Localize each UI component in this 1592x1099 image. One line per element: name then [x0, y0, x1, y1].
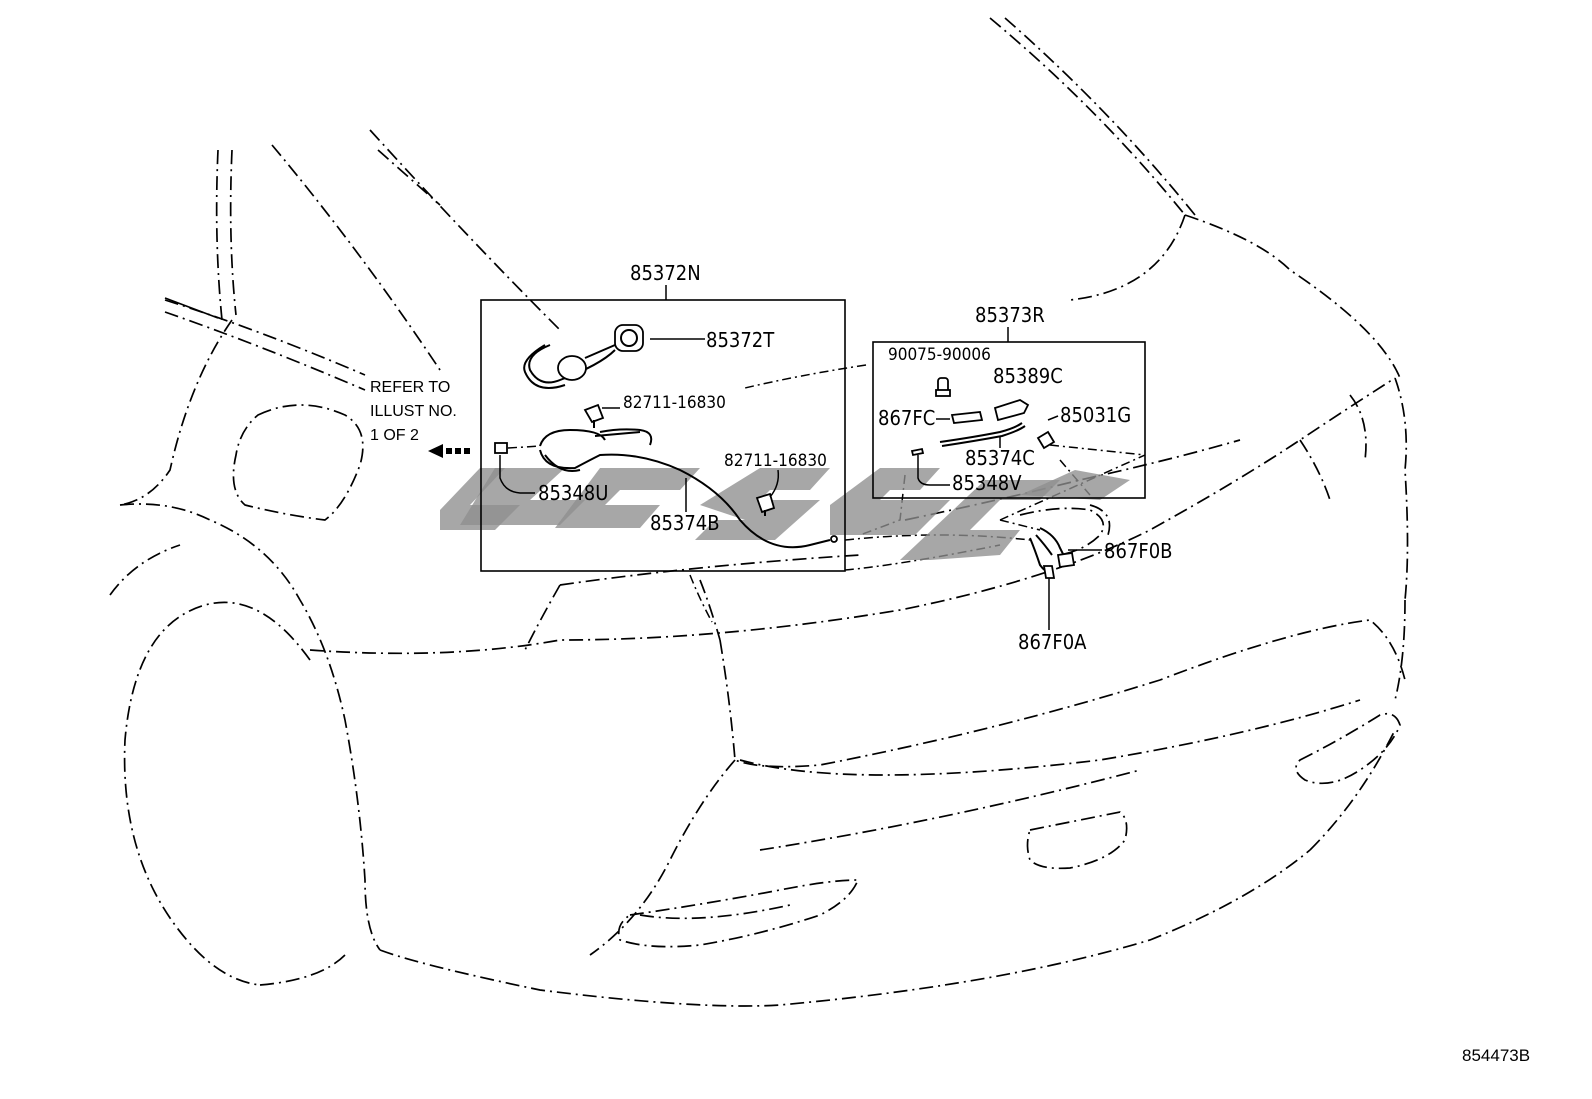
figure-code: 854473B [1462, 1046, 1530, 1065]
label-85372T: 85372T [706, 328, 775, 352]
bracket-867F0 [1029, 527, 1076, 579]
label-85389C: 85389C [993, 364, 1063, 388]
bulb-socket-85372T [523, 324, 644, 389]
label-85374B: 85374B [650, 511, 720, 535]
connector-85348U [494, 442, 508, 454]
assembly-box-85372N: 85372N 85372T 82711-16830 85348U [480, 261, 846, 572]
label-82711-16830-a: 82711-16830 [623, 393, 726, 413]
label-85348U: 85348U [538, 481, 608, 505]
label-90075-90006: 90075-90006 [888, 345, 991, 365]
clip-82711-upper [583, 403, 605, 428]
wire-85374C [939, 422, 1023, 443]
label-85373R: 85373R [975, 303, 1045, 327]
label-85348V: 85348V [952, 471, 1022, 495]
bulb-90075-90006 [935, 377, 951, 397]
clip-82711-lower [755, 492, 776, 516]
label-85372N: 85372N [630, 261, 701, 285]
label-82711-16830-b: 82711-16830 [724, 451, 827, 471]
label-867F0A: 867F0A [1018, 630, 1087, 654]
box-85372N [480, 299, 846, 572]
clip-85031G [1036, 430, 1056, 450]
connector-85348V [910, 447, 925, 457]
assembly-box-85373R: 85373R 90075-90006 85389C 867FC 85031G 8… [744, 303, 1146, 499]
refer-note-line-1: REFER TO [370, 379, 450, 396]
refer-note-line-3: 1 OF 2 [370, 427, 419, 444]
label-867F0B: 867F0B [1104, 539, 1172, 563]
label-867FC: 867FC [878, 406, 935, 430]
car-body-outline [109, 17, 1409, 1007]
box-85373R [872, 341, 1146, 499]
refer-arrow-icon [428, 444, 470, 458]
label-85031G: 85031G [1060, 403, 1131, 427]
wire-harness-85374B [539, 428, 838, 549]
refer-note: REFER TO ILLUST NO. 1 OF 2 [370, 379, 470, 458]
tape-867FC [950, 411, 984, 424]
label-85374C: 85374C [965, 446, 1035, 470]
refer-note-line-2: ILLUST NO. [370, 403, 457, 420]
seal-85389C [993, 399, 1030, 422]
